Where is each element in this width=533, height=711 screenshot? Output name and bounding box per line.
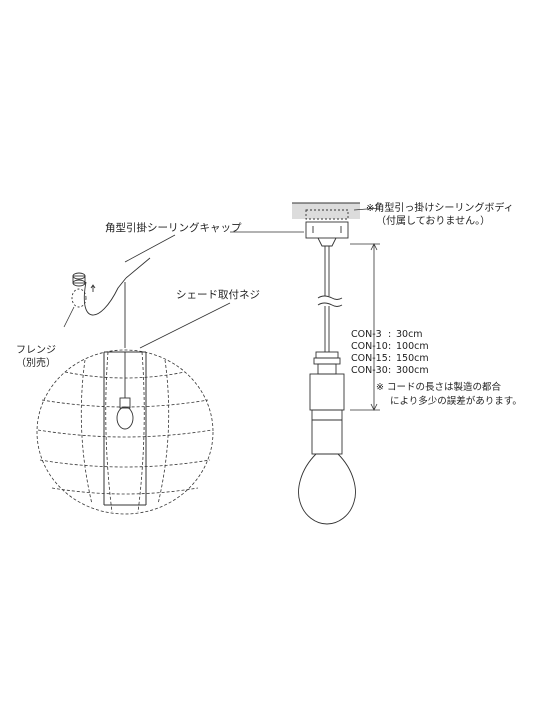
dimension-line	[350, 243, 380, 411]
colon-cell: :	[388, 329, 391, 340]
break-mark-1	[317, 295, 343, 300]
colon-cell: :	[388, 341, 391, 352]
ceiling-cap	[305, 221, 349, 247]
flange-label: フレンジ	[16, 345, 56, 356]
flange-dashed	[71, 288, 87, 308]
model-cell: CON-15	[351, 353, 388, 364]
cord-length-table: CON-3 : 30cm CON-10 : 100cm CON-15 : 150…	[351, 329, 429, 376]
right-leader-lines	[230, 207, 381, 233]
model-cell: CON-10	[351, 341, 388, 352]
globe-pendant-illustration	[36, 257, 214, 515]
shade-screw-label: シェード取付ネジ	[176, 288, 260, 301]
length-cell: 300cm	[396, 365, 429, 376]
cap-label: 角型引掛シーリングキャップ	[105, 221, 242, 234]
ceiling-fill	[292, 203, 360, 219]
cord-end	[125, 257, 151, 279]
model-cell: CON-3	[351, 329, 382, 340]
ceiling-body-note-2: （付属しておりません。）	[376, 214, 490, 227]
colon-cell: :	[388, 353, 391, 364]
flange-sold-separately: （別売）	[16, 356, 56, 369]
socket	[309, 373, 345, 455]
length-cell: 100cm	[396, 341, 429, 352]
bulb	[298, 453, 356, 525]
colon-cell: :	[388, 365, 391, 376]
shade-nut	[313, 351, 341, 375]
cord-swoop	[83, 277, 127, 316]
cord-note-1: ※ コードの長さは製造の都合	[376, 381, 501, 393]
globe-bulb	[116, 352, 134, 430]
length-cell: 150cm	[396, 353, 429, 364]
cord-set-illustration	[292, 202, 380, 525]
model-cell: CON-30	[351, 365, 388, 376]
cord-note-2: により多少の誤差があります。	[390, 395, 522, 407]
length-cell: 30cm	[396, 329, 423, 340]
break-mark-2	[317, 302, 343, 307]
up-arrow-icon	[90, 284, 96, 292]
ceiling-body-note: ※角型引っ掛けシーリングボディ	[366, 201, 514, 214]
ceiling-body-dashed	[305, 209, 349, 220]
left-leader-lines	[63, 234, 231, 349]
ceiling-cap-small	[72, 272, 86, 287]
